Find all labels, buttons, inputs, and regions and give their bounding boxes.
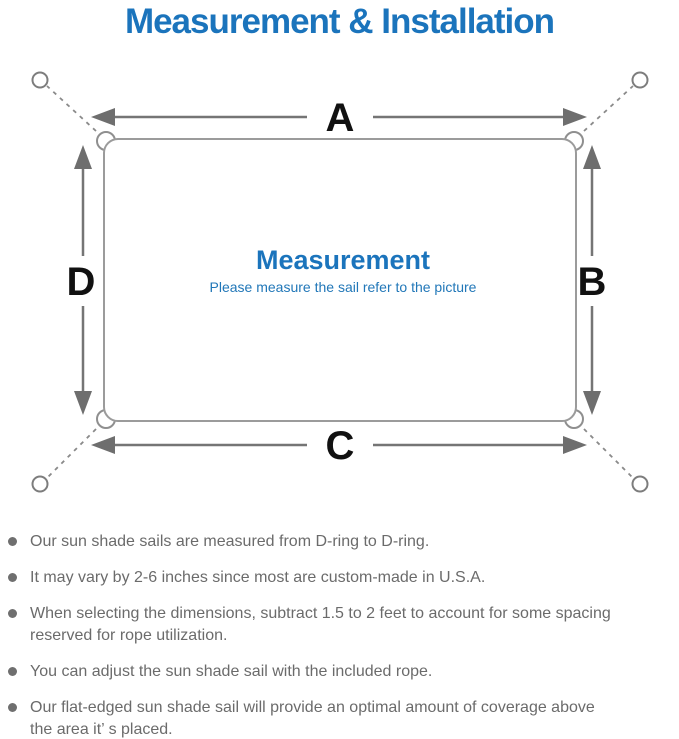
dashed-line-bottom-left: [46, 428, 97, 479]
anchor-point-icon: [631, 71, 649, 89]
list-item: It may vary by 2-6 inches since most are…: [8, 567, 673, 589]
list-item: When selecting the dimensions, subtract …: [8, 603, 673, 647]
arrowhead-right-icon: [563, 108, 587, 126]
arrowhead-left-icon: [91, 436, 115, 454]
arrowhead-down-icon: [583, 391, 601, 415]
dimension-label-a: A: [326, 96, 355, 140]
anchor-points: [31, 71, 649, 493]
page-title: Measurement & Installation: [124, 2, 555, 41]
note-text: When selecting the dimensions, subtract …: [30, 605, 611, 644]
notes-list: Our sun shade sails are measured from D-…: [8, 531, 673, 739]
anchor-point-icon: [31, 71, 49, 89]
bullet-icon: [8, 573, 17, 582]
note-text: It may vary by 2-6 inches since most are…: [30, 569, 486, 586]
dimension-label-c: C: [326, 424, 355, 468]
dimension-arrow-d: [74, 145, 92, 415]
list-item: Our flat-edged sun shade sail will provi…: [8, 697, 673, 739]
anchor-rope-dashed-lines: [46, 85, 634, 479]
diagram-subheading: Please measure the sail refer to the pic…: [210, 279, 477, 295]
arrowhead-up-icon: [583, 145, 601, 169]
anchor-point-icon: [631, 475, 649, 493]
note-text: Our sun shade sails are measured from D-…: [30, 533, 430, 550]
dimension-label-b: B: [578, 260, 607, 304]
dashed-line-top-left: [46, 85, 97, 132]
diagram-heading: Measurement: [256, 245, 430, 275]
bullet-icon: [8, 609, 17, 618]
bullet-icon: [8, 537, 17, 546]
dimension-label-d: D: [67, 260, 96, 304]
arrowhead-right-icon: [563, 436, 587, 454]
note-text: Our flat-edged sun shade sail will provi…: [30, 699, 595, 738]
bullet-icon: [8, 703, 17, 712]
dashed-line-bottom-right: [583, 428, 634, 479]
anchor-point-icon: [31, 475, 49, 493]
dimension-arrow-a: [91, 108, 587, 126]
arrowhead-left-icon: [91, 108, 115, 126]
sail-measurement-diagram: A B C D Measurement Please measure the s…: [31, 71, 649, 493]
list-item: Our sun shade sails are measured from D-…: [8, 531, 673, 553]
arrowhead-down-icon: [74, 391, 92, 415]
note-text: You can adjust the sun shade sail with t…: [30, 663, 433, 680]
dimension-arrow-b: [583, 145, 601, 415]
dimension-arrow-c: [91, 436, 587, 454]
list-item: You can adjust the sun shade sail with t…: [8, 661, 673, 683]
arrowhead-up-icon: [74, 145, 92, 169]
dashed-line-top-right: [583, 85, 634, 132]
bullet-icon: [8, 667, 17, 676]
sail-outline: [103, 138, 577, 422]
